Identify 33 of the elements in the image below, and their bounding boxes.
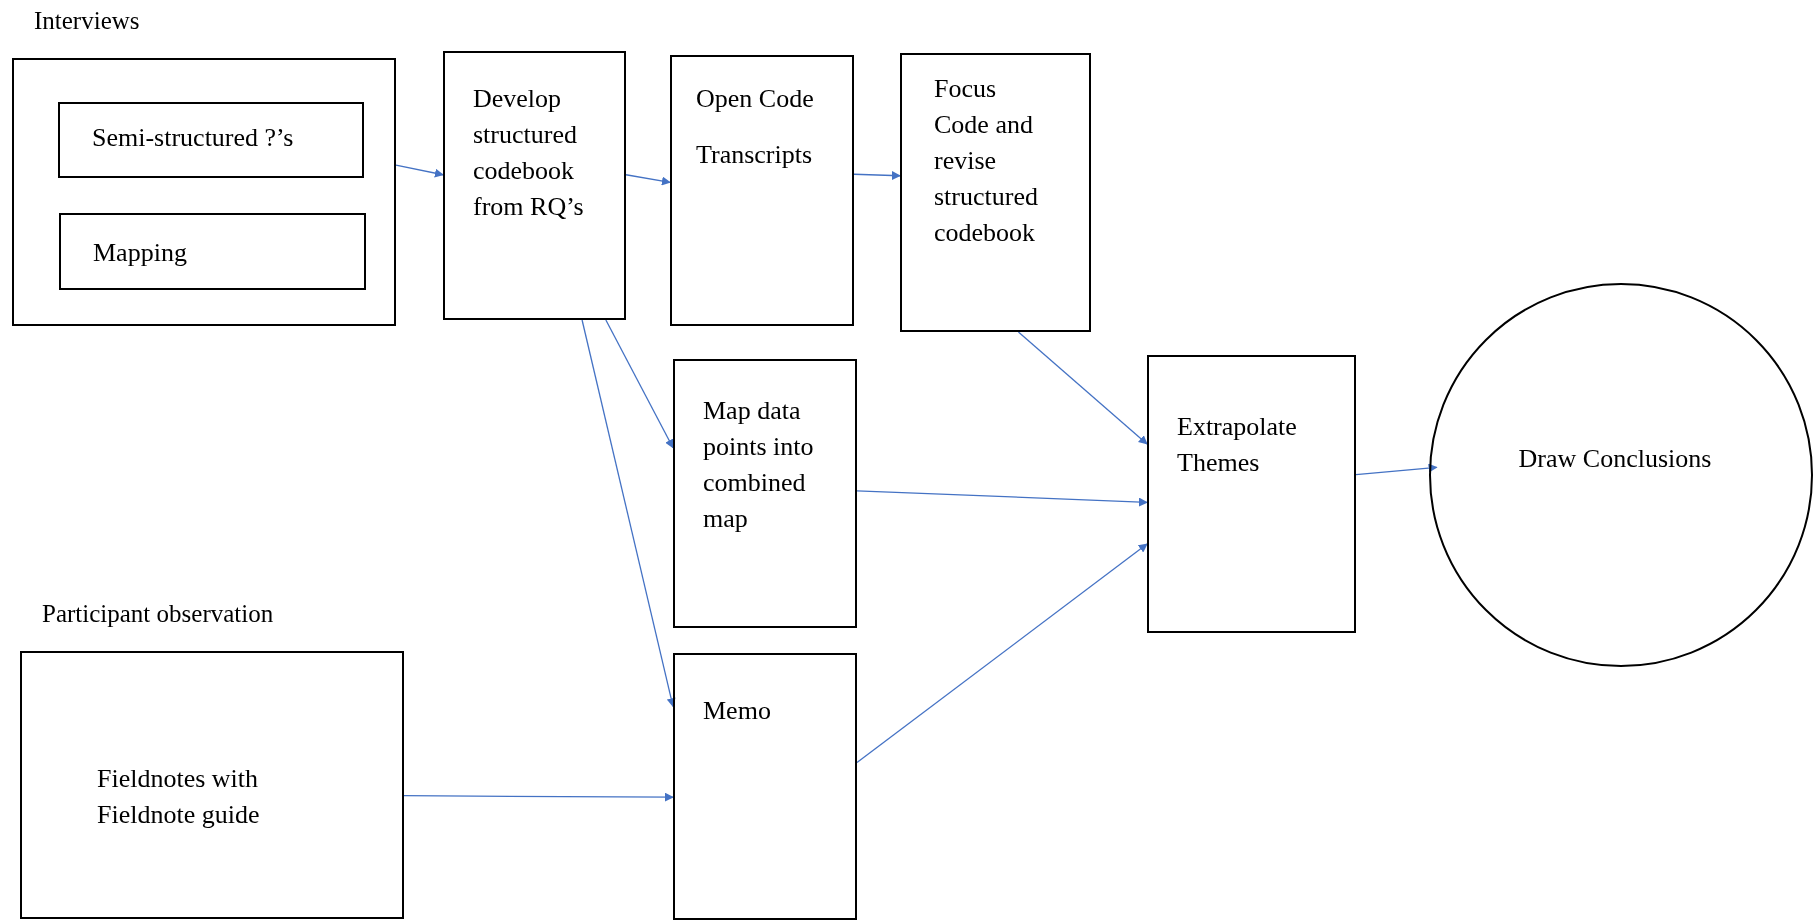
- arrow: [395, 164, 444, 178]
- box-text: Semi-structured ?’s: [92, 122, 295, 154]
- arrow: [625, 174, 671, 186]
- group-box: [12, 58, 396, 326]
- box-text: Open Code: [696, 83, 815, 115]
- arrow: [581, 319, 676, 708]
- arrow: [856, 490, 1148, 507]
- arrow: [1355, 463, 1438, 476]
- process-box: [670, 55, 854, 326]
- process-box: [20, 651, 404, 919]
- box-text: Transcripts: [696, 139, 814, 171]
- section-heading: Interviews: [34, 6, 140, 36]
- box-text: Map data points into combined map: [703, 395, 815, 535]
- process-box: [58, 102, 364, 178]
- box-text: Develop structured codebook from RQ’s: [473, 83, 585, 223]
- section-heading: Participant observation: [42, 599, 274, 629]
- process-box: [900, 53, 1091, 332]
- box-text: Focus Code and revise structured codebook: [934, 73, 1039, 249]
- process-box: [59, 213, 366, 290]
- arrow: [605, 319, 674, 449]
- box-text: Draw Conclusions: [1518, 443, 1713, 475]
- process-box: [673, 653, 857, 920]
- arrow: [403, 792, 674, 802]
- process-box: [443, 51, 626, 320]
- arrow: [856, 543, 1148, 764]
- box-text: Extrapolate Themes: [1177, 411, 1298, 479]
- process-box: [673, 359, 857, 628]
- arrow: [1017, 331, 1148, 445]
- arrow: [853, 171, 901, 180]
- box-text: Mapping: [93, 237, 188, 269]
- process-box: [1147, 355, 1356, 633]
- box-text: Fieldnotes with Fieldnote guide: [97, 763, 261, 831]
- box-text: Memo: [703, 695, 772, 727]
